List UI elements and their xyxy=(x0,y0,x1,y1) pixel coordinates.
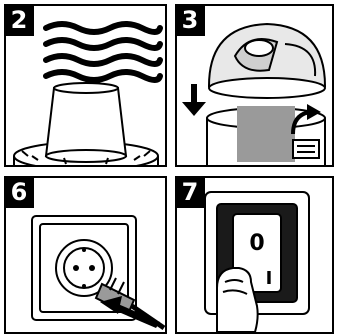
step-number-badge: 6 xyxy=(4,176,34,208)
heat-waves-icon xyxy=(46,24,160,80)
latch-clip-icon xyxy=(293,140,319,158)
switch-off-label: 0 xyxy=(249,231,264,256)
filter-cone-icon xyxy=(14,83,158,165)
lid-icon xyxy=(209,24,325,98)
step-6-panel: 6 xyxy=(4,176,167,334)
down-arrow-icon xyxy=(182,84,206,116)
step-7-panel: 7 0 I xyxy=(175,176,334,334)
step-number-badge: 7 xyxy=(175,176,205,208)
switch-on-label: I xyxy=(266,268,273,289)
step-number-badge: 3 xyxy=(175,4,205,36)
step-3-panel: 3 xyxy=(175,4,334,167)
step-2-panel: 2 xyxy=(4,4,167,167)
step-number-badge: 2 xyxy=(4,4,34,36)
